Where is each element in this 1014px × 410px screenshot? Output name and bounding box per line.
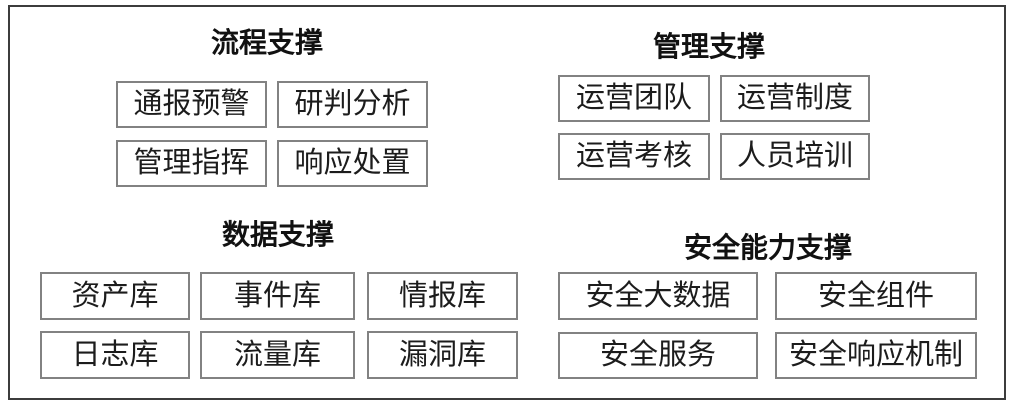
diagram-box: 安全服务 xyxy=(558,332,758,379)
diagram-box: 资产库 xyxy=(40,272,190,320)
section-title-data-support: 数据支撑 xyxy=(221,219,334,250)
diagram-box: 管理指挥 xyxy=(116,140,267,187)
diagram-box: 事件库 xyxy=(200,272,355,320)
diagram-box: 响应处置 xyxy=(277,140,428,187)
section-title-security-capability-support: 安全能力支撑 xyxy=(683,232,852,263)
diagram-box: 运营制度 xyxy=(720,75,870,122)
diagram-box: 运营考核 xyxy=(558,133,710,180)
diagram-box: 运营团队 xyxy=(558,75,710,122)
diagram-box: 安全大数据 xyxy=(558,272,758,320)
diagram-box: 人员培训 xyxy=(720,133,870,180)
diagram-box: 日志库 xyxy=(40,331,190,379)
diagram-box: 漏洞库 xyxy=(367,331,518,379)
diagram-box: 安全响应机制 xyxy=(775,332,977,379)
diagram-box: 情报库 xyxy=(367,272,518,320)
section-title-process-support: 流程支撑 xyxy=(210,27,323,58)
diagram-box: 流量库 xyxy=(200,331,355,379)
diagram-box: 研判分析 xyxy=(277,81,428,128)
diagram-box: 通报预警 xyxy=(116,81,267,128)
section-title-management-support: 管理支撑 xyxy=(652,31,765,62)
diagram-box: 安全组件 xyxy=(775,272,977,320)
